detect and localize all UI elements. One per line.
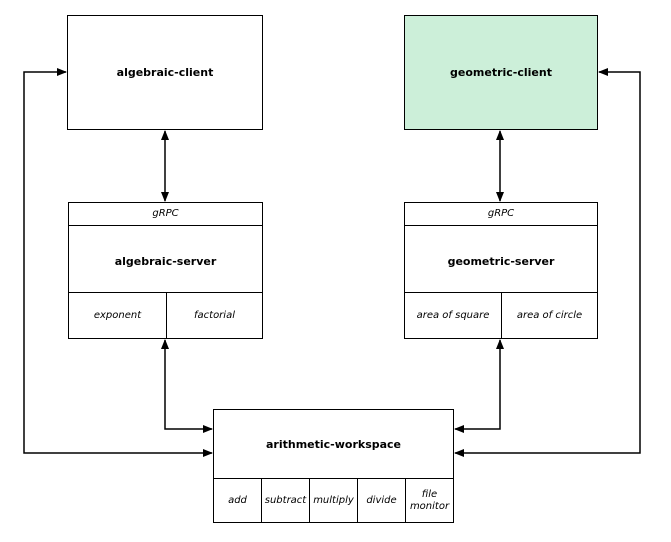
geometric-server-protocol: gRPC xyxy=(487,208,515,220)
function-cell-area-of-circle: area of circle xyxy=(516,309,583,321)
divider xyxy=(261,478,262,522)
geometric-client-title: geometric-client xyxy=(450,66,552,79)
divider xyxy=(309,478,310,522)
geometric-server-title: geometric-server xyxy=(447,255,555,268)
geometric-server-node: gRPC geometric-server area of square are… xyxy=(404,202,598,339)
divider xyxy=(69,225,262,226)
edge-algebraic-server-workspace xyxy=(161,339,213,433)
divider xyxy=(405,225,597,226)
arithmetic-workspace-title: arithmetic-workspace xyxy=(265,438,402,451)
divider xyxy=(214,478,453,479)
algebraic-server-node: gRPC algebraic-server exponent factorial xyxy=(68,202,263,339)
algebraic-server-title: algebraic-server xyxy=(114,255,217,268)
algebraic-server-protocol: gRPC xyxy=(152,208,179,220)
function-cell-divide: divide xyxy=(366,494,397,506)
divider xyxy=(405,478,406,522)
arithmetic-workspace-node: arithmetic-workspace add subtract multip… xyxy=(213,409,454,523)
function-cell-exponent: exponent xyxy=(93,309,142,321)
function-cell-subtract: subtract xyxy=(264,494,307,506)
function-cell-file-monitor: file monitor xyxy=(409,489,450,512)
geometric-client-node: geometric-client xyxy=(404,15,598,130)
function-cell-add: add xyxy=(228,494,247,506)
divider xyxy=(357,478,358,522)
edge-geometric-server-workspace xyxy=(454,339,504,433)
function-cell-factorial: factorial xyxy=(194,309,235,321)
algebraic-client-title: algebraic-client xyxy=(116,66,214,79)
function-cell-area-of-square: area of square xyxy=(416,309,490,321)
algebraic-client-node: algebraic-client xyxy=(67,15,263,130)
function-cell-multiply: multiply xyxy=(313,494,354,506)
